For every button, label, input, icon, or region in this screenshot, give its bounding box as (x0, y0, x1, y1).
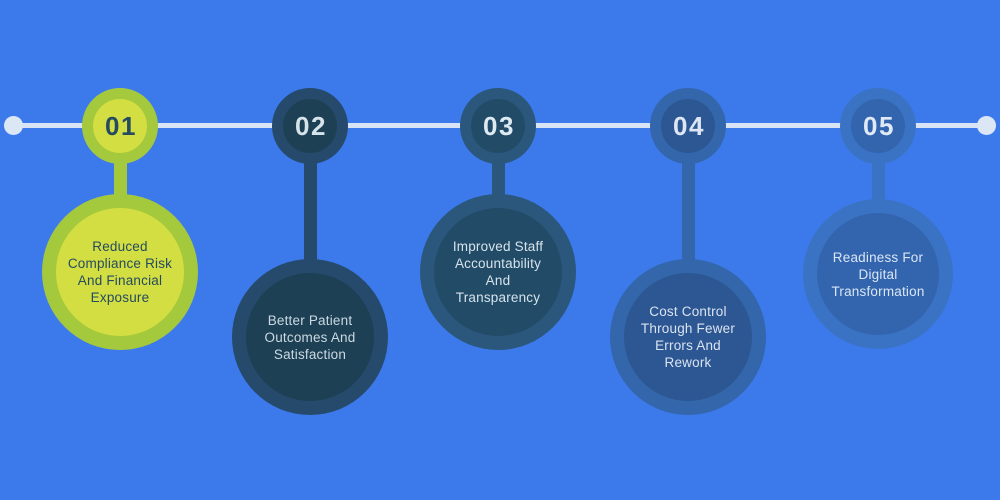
step-number-circle-inner: 05 (851, 99, 905, 153)
step-number-circle: 04 (650, 88, 726, 164)
step-number: 05 (863, 110, 895, 141)
benefit-circle: Cost Control Through Fewer Errors And Re… (610, 259, 766, 415)
benefit-circle: Readiness For Digital Transformation (803, 199, 953, 349)
step-number: 02 (295, 110, 327, 141)
step-number-circle: 02 (272, 88, 348, 164)
benefit-circle: Reduced Compliance Risk And Financial Ex… (42, 194, 198, 350)
step-number: 03 (483, 110, 515, 141)
step-number-circle-inner: 04 (661, 99, 715, 153)
step-number-circle: 05 (840, 88, 916, 164)
step-number: 04 (673, 110, 705, 141)
step-number-circle-inner: 02 (283, 99, 337, 153)
benefit-circle: Improved Staff Accountability And Transp… (420, 194, 576, 350)
step-number-circle: 01 (82, 88, 158, 164)
benefit-label: Cost Control Through Fewer Errors And Re… (640, 304, 736, 370)
benefit-circle-inner: Improved Staff Accountability And Transp… (434, 208, 562, 336)
step-number-circle: 03 (460, 88, 536, 164)
step-number-circle-inner: 01 (93, 99, 147, 153)
benefit-label: Better Patient Outcomes And Satisfaction (264, 312, 356, 362)
benefit-label: Reduced Compliance Risk And Financial Ex… (67, 239, 173, 305)
benefit-circle-inner: Cost Control Through Fewer Errors And Re… (624, 273, 752, 401)
timeline-endpoint-right-dot (977, 116, 996, 135)
timeline-endpoint-left-dot (4, 116, 23, 135)
step-number-circle-inner: 03 (471, 99, 525, 153)
step-number: 01 (105, 110, 137, 141)
benefit-label: Improved Staff Accountability And Transp… (452, 239, 544, 305)
benefit-circle: Better Patient Outcomes And Satisfaction (232, 259, 388, 415)
benefit-label: Readiness For Digital Transformation (831, 249, 925, 299)
benefit-circle-inner: Reduced Compliance Risk And Financial Ex… (56, 208, 184, 336)
benefit-circle-inner: Better Patient Outcomes And Satisfaction (246, 273, 374, 401)
benefit-circle-inner: Readiness For Digital Transformation (817, 213, 939, 335)
